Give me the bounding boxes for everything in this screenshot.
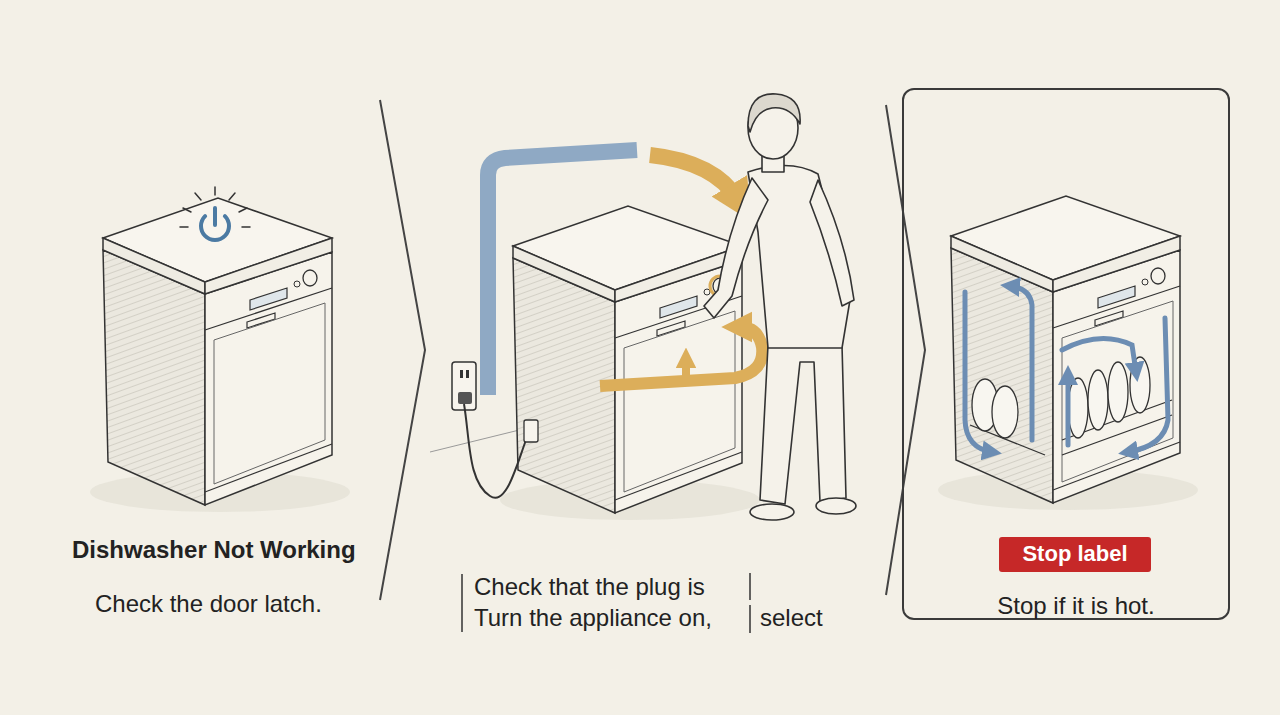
person-shoe [816, 498, 856, 514]
dishwasher [938, 196, 1198, 510]
person-arm [810, 180, 854, 306]
wall-outlet [452, 362, 476, 410]
person-hair [748, 94, 800, 132]
outlet-slot [460, 370, 463, 378]
flow-arrow [1062, 339, 1136, 372]
plate [1108, 362, 1128, 422]
step-text: Check that the plug is [474, 573, 705, 602]
plate [1088, 370, 1108, 430]
dishwasher [500, 206, 760, 520]
step-chevron [380, 100, 425, 600]
person-shoe [750, 504, 794, 520]
warning-badge: Stop label [999, 537, 1151, 572]
person-arm [704, 178, 768, 318]
plate [992, 386, 1018, 438]
plate [1068, 378, 1088, 438]
ray [183, 208, 191, 212]
text-bar [749, 573, 751, 600]
ray [242, 226, 250, 228]
ray [195, 193, 201, 200]
step-text: Turn the appliance on, [474, 604, 712, 633]
flow-arrow [1128, 318, 1168, 452]
outlet-slot [466, 370, 469, 378]
ray [239, 208, 247, 212]
text-bar [461, 574, 463, 632]
flow-arrow [965, 292, 992, 452]
step-panel: Stop labelStop if it is hot. [902, 88, 1230, 620]
power-icon [213, 208, 217, 225]
yellow-arrow [600, 327, 762, 386]
badge-text: Stop label [1022, 541, 1127, 567]
step-text: Check the door latch. [95, 590, 322, 619]
dishwasher [90, 198, 350, 512]
water-flow [965, 286, 1168, 452]
step-chevron [886, 105, 925, 595]
power-cord [464, 404, 526, 498]
ray [214, 187, 216, 195]
warning-text: Stop if it is hot. [924, 592, 1228, 621]
panel-heading: Dishwasher Not Working [72, 536, 356, 565]
yellow-arrow [682, 360, 690, 384]
person-legs [760, 345, 846, 504]
flow-arrow [1066, 375, 1071, 445]
ray [180, 226, 188, 228]
flow-arrow [1010, 286, 1032, 440]
socket-box [524, 420, 538, 442]
step-text: select [760, 604, 823, 633]
yellow-arrow [650, 155, 738, 200]
text-bar [749, 605, 751, 633]
person [704, 94, 856, 520]
power-rays [180, 187, 250, 227]
dishes [970, 357, 1172, 455]
ray [229, 193, 235, 200]
plug [458, 392, 472, 404]
